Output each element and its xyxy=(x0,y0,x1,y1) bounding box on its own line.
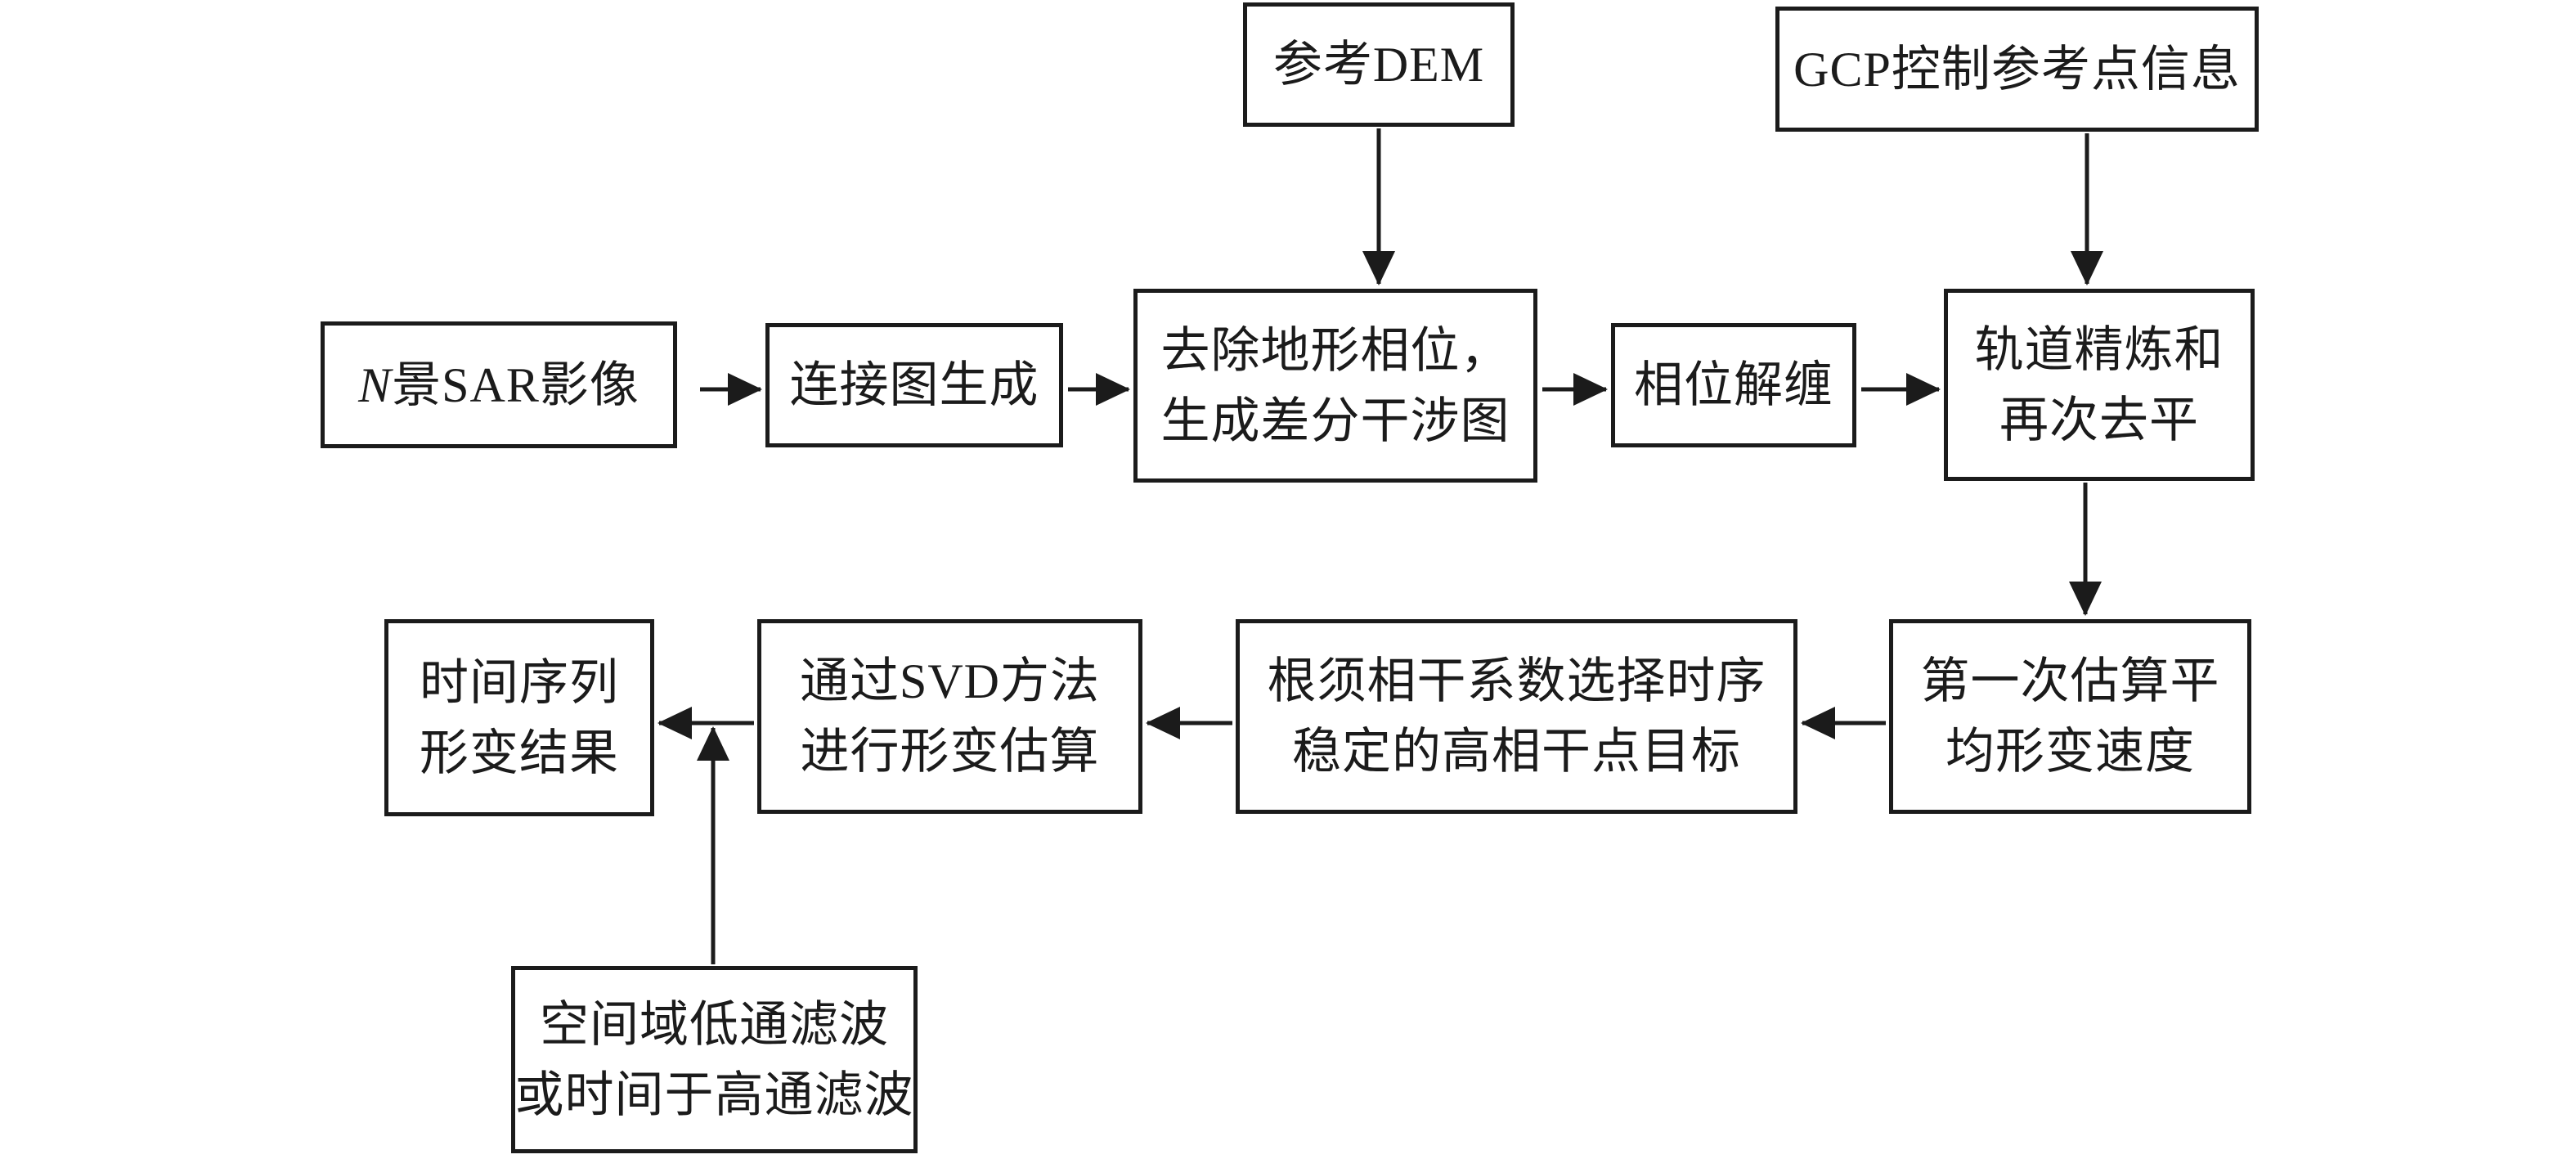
node-connection-graph-label: 连接图生成 xyxy=(789,358,1039,412)
node-orbit-refinement-line1: 轨道精炼和 xyxy=(1974,322,2224,377)
node-select-coherent-targets-line2: 稳定的高相干点目标 xyxy=(1292,725,1741,779)
node-n-sar-images-label: N景SAR影像 xyxy=(358,357,640,412)
node-timeseries-result-line2: 形变结果 xyxy=(420,725,619,780)
node-n-sar-images: N景SAR影像 xyxy=(321,321,677,448)
node-remove-topographic-phase: 去除地形相位， 生成差分干涉图 xyxy=(1133,289,1537,483)
node-first-velocity-estimate: 第一次估算平 均形变速度 xyxy=(1889,619,2251,814)
node-remove-topographic-phase-line2: 生成差分干涉图 xyxy=(1160,393,1510,448)
node-first-velocity-estimate-line2: 均形变速度 xyxy=(1945,725,2195,779)
node-svd-deformation-estimation-line2: 进行形变估算 xyxy=(800,725,1100,779)
node-svd-deformation-estimation: 通过SVD方法 进行形变估算 xyxy=(757,619,1142,814)
node-phase-unwrapping-label: 相位解缠 xyxy=(1634,358,1833,412)
node-remove-topographic-phase-line1: 去除地形相位， xyxy=(1160,323,1510,378)
node-timeseries-result: 时间序列 形变结果 xyxy=(384,619,654,816)
node-spatial-temporal-filter-line2: 或时间于高通滤波 xyxy=(514,1067,914,1122)
n-variable: N xyxy=(358,357,393,412)
node-reference-dem: 参考DEM xyxy=(1243,2,1515,127)
node-phase-unwrapping: 相位解缠 xyxy=(1611,323,1856,447)
node-first-velocity-estimate-line1: 第一次估算平 xyxy=(1920,654,2220,708)
node-orbit-refinement-line2: 再次去平 xyxy=(1999,393,2199,447)
node-orbit-refinement: 轨道精炼和 再次去平 xyxy=(1944,289,2255,481)
node-timeseries-result-line1: 时间序列 xyxy=(420,655,619,710)
node-gcp-control-points: GCP控制参考点信息 xyxy=(1775,7,2259,132)
node-spatial-temporal-filter-line1: 空间域低通滤波 xyxy=(540,997,889,1052)
node-connection-graph: 连接图生成 xyxy=(765,323,1063,447)
node-spatial-temporal-filter: 空间域低通滤波 或时间于高通滤波 xyxy=(511,966,918,1153)
node-svd-deformation-estimation-line1: 通过SVD方法 xyxy=(799,654,1101,708)
node-select-coherent-targets-line1: 根须相干系数选择时序 xyxy=(1267,654,1766,708)
node-select-coherent-targets: 根须相干系数选择时序 稳定的高相干点目标 xyxy=(1236,619,1797,814)
node-reference-dem-label: 参考DEM xyxy=(1272,38,1485,92)
node-gcp-control-points-label: GCP控制参考点信息 xyxy=(1793,42,2241,97)
